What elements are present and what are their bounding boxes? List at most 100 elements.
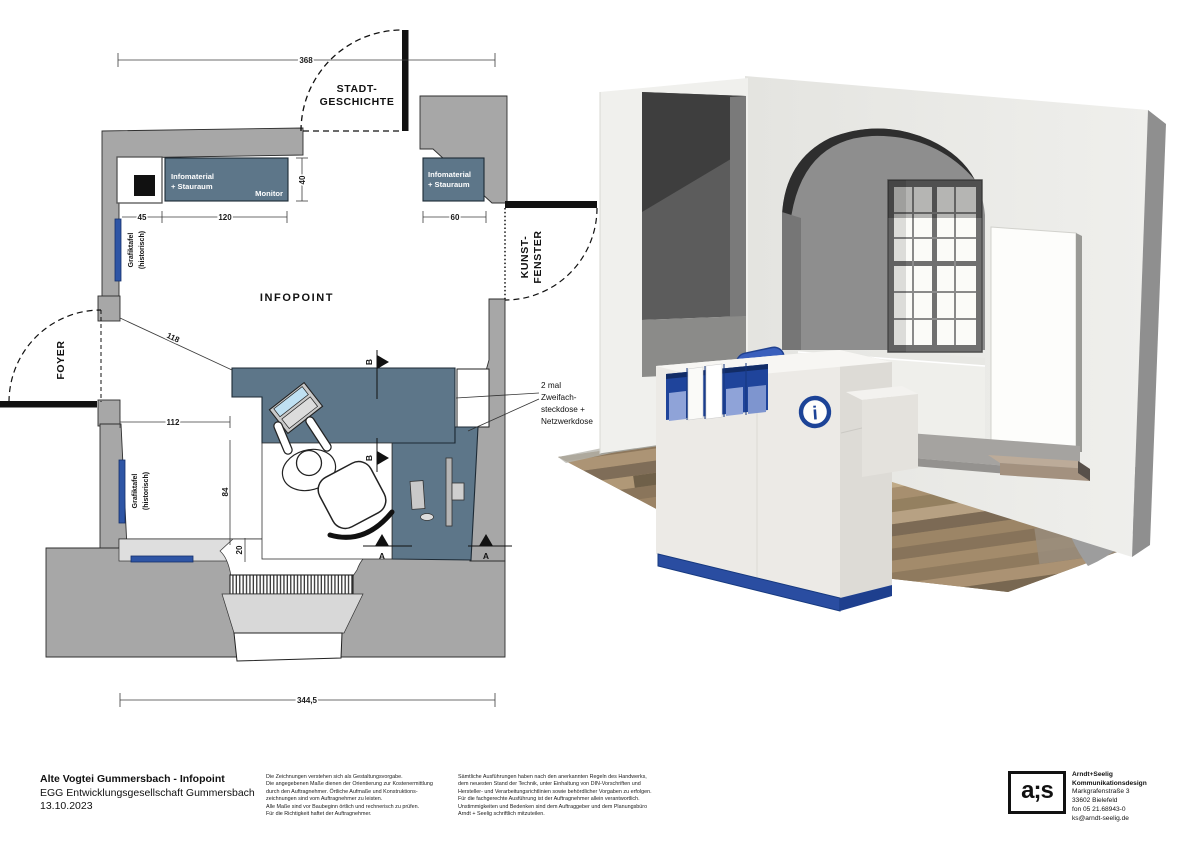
dimension-40: 40 [296, 157, 309, 202]
counter-plan [231, 367, 456, 444]
wall-jamb-lower [97, 399, 121, 427]
area-top-label-1: STADT- [337, 83, 378, 95]
dimension-60: 60 [422, 211, 487, 224]
firm-email: ks@arndt-seelig.de [1072, 814, 1129, 822]
svg-text:368: 368 [299, 56, 313, 65]
door-swing-top [300, 29, 403, 132]
wall-foyer-black [0, 401, 97, 408]
title-block: Alte Vogtei Gummersbach - Infopoint EGG … [40, 773, 255, 814]
svg-text:60: 60 [451, 213, 460, 222]
firm-name-2: Kommunikationsdesign [1072, 779, 1147, 787]
section-marker-a2: A [468, 534, 512, 561]
storage-box-2 [422, 157, 485, 202]
svg-text:118: 118 [165, 331, 181, 345]
right-end-face [1132, 110, 1166, 557]
dimension-84: 84 [220, 440, 232, 545]
svg-text:2 mal: 2 mal [541, 381, 561, 390]
svg-text:84: 84 [221, 487, 230, 496]
chair-plan [317, 460, 395, 540]
pillar-core [134, 175, 155, 196]
wall-panel [990, 226, 1082, 453]
svg-text:A: A [483, 551, 489, 561]
board-upper-label-1: Grafiktafel [128, 233, 135, 268]
firm-city: 33602 Bielefeld [1072, 797, 1118, 805]
socket-annotation: 2 mal Zweifach- steckdose + Netzwerkdose [455, 381, 593, 432]
storage2-label-1: Infomaterial [428, 170, 471, 179]
disclaimer-right: Sämtliche Ausführungen haben nach den an… [458, 774, 652, 818]
desk-monitor-foot [451, 482, 465, 501]
section-marker-b2: B [364, 438, 389, 472]
svg-text:45: 45 [138, 213, 147, 222]
baseboard-plinth [988, 455, 1090, 481]
storage1-label-1: Infomaterial [171, 172, 214, 181]
door-leaf-right [505, 201, 597, 208]
client-name: EGG Entwicklungsgesellschaft Gummersbach [40, 786, 255, 799]
wall-jamb-upper [97, 295, 121, 322]
counter-return [846, 386, 918, 477]
room-label: INFOPOINT [260, 292, 334, 304]
window-step-lower [233, 632, 343, 662]
svg-text:344,5: 344,5 [297, 696, 318, 705]
wall-top-left [101, 127, 304, 298]
project-title: Alte Vogtei Gummersbach - Infopoint [40, 773, 225, 785]
desk-monitor [445, 457, 453, 527]
board-lower-label-2: (historisch) [143, 472, 150, 510]
area-right-label-1: KUNST- [519, 236, 531, 279]
svg-text:B: B [364, 455, 374, 461]
svg-text:20: 20 [235, 545, 244, 554]
grafiktafel-strip-bottom [130, 555, 194, 563]
firm-name-1: Arndt+Seelig [1072, 771, 1113, 778]
door-swing-foyer [8, 309, 102, 403]
dimension-344-5: 344,5 [119, 693, 496, 707]
area-right-label-2: FENSTER [532, 230, 544, 283]
laptop [268, 381, 324, 435]
door-swing-kunst [504, 207, 598, 301]
board-lower-label-1: Grafiktafel [132, 474, 139, 509]
disclaimer-left: Die Zeichnungen verstehen sich als Gesta… [266, 774, 433, 818]
section-marker-a1: A [363, 534, 412, 561]
dimension-20: 20 [234, 538, 246, 562]
dimension-112: 112 [119, 416, 231, 429]
dimension-118: 118 [119, 317, 233, 371]
info-counter: i [656, 350, 918, 612]
counter-plan-right [391, 426, 479, 561]
svg-text:112: 112 [167, 418, 180, 427]
floor-plan: Infomaterial + Stauraum Monitor Infomate… [0, 29, 598, 707]
desk-mouse [420, 513, 434, 521]
area-left-label: FOYER [55, 340, 67, 379]
radiator [229, 574, 354, 595]
svg-text:Zweifach-: Zweifach- [541, 393, 577, 402]
logo-address: Arndt+Seelig Kommunikationsdesign Markgr… [1072, 771, 1147, 823]
svg-text:Netzwerkdose: Netzwerkdose [541, 417, 593, 426]
door-leaf-top [402, 30, 409, 131]
wall-top-right [419, 95, 508, 204]
firm-phone: fon 05 21.68943-0 [1072, 805, 1126, 813]
svg-text:120: 120 [218, 213, 232, 222]
dimension-45-120: 45 120 [122, 211, 288, 224]
svg-text:A: A [379, 551, 385, 561]
monitor-label: Monitor [255, 189, 283, 198]
storage-box-1 [164, 157, 289, 202]
counter-kick-side [840, 585, 892, 611]
info-logo-letter: i [812, 403, 819, 424]
left-wall [599, 78, 748, 455]
logo-mark: a;s [1008, 771, 1066, 814]
grafiktafel-strip-upper [114, 218, 122, 282]
svg-text:B: B [364, 359, 374, 365]
storage1-label-2: + Stauraum [171, 182, 213, 191]
dimension-368: 368 [117, 53, 496, 67]
svg-text:40: 40 [298, 175, 307, 184]
window-step [221, 593, 364, 634]
window [887, 179, 983, 353]
area-top-label-2: GESCHICHTE [320, 96, 395, 108]
render-3d: i [558, 76, 1166, 612]
desk-item [409, 480, 426, 510]
firm-street: Markgrafenstraße 3 [1072, 788, 1130, 796]
section-marker-b1: B [364, 350, 389, 399]
grafiktafel-strip-lower [118, 459, 126, 524]
brochure-shelf [666, 363, 768, 421]
board-upper-label-2: (historisch) [139, 231, 146, 269]
info-logo: i [798, 395, 832, 429]
